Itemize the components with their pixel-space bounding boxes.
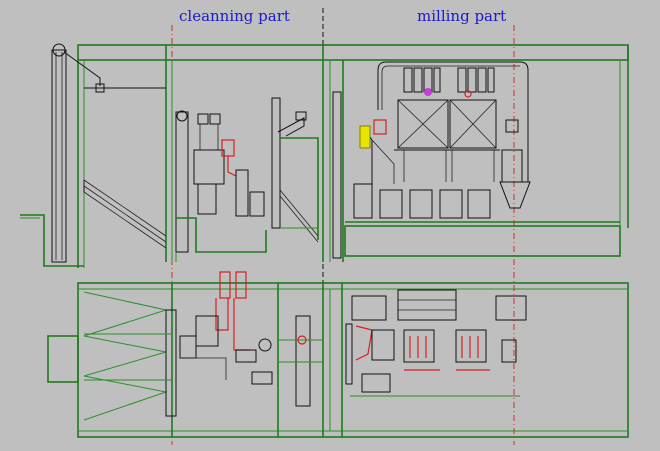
- plan-separator: [195, 315, 219, 347]
- elevator-3: [271, 97, 281, 229]
- feeder: [353, 183, 373, 219]
- small-machine: [249, 191, 265, 217]
- plansifter-1: [397, 99, 449, 149]
- cyclone-d: [433, 67, 441, 93]
- plan-destoner: [179, 335, 197, 359]
- plan-red-duct-3: [215, 298, 229, 331]
- cyclone-b: [413, 67, 423, 93]
- plan-plansifter-lines: [398, 299, 456, 311]
- plansifter-2-cross: [449, 99, 497, 149]
- elevator-2-head: [176, 110, 188, 122]
- cleaning-machines-elevation: [175, 110, 267, 262]
- plan-roller-mill-1: [403, 329, 435, 363]
- roller-mill-2: [409, 189, 433, 219]
- plan-red-duct-4: [233, 298, 250, 351]
- milling-part-label: milling part: [417, 7, 506, 25]
- plan-view: [47, 271, 629, 438]
- milling-machines-elevation: [332, 61, 621, 259]
- tempering-bin: [235, 169, 249, 217]
- flour-bin: [501, 149, 523, 183]
- plan-machine-block-1: [351, 295, 387, 321]
- yellow-hopper: [359, 125, 371, 149]
- cyclone-g: [477, 67, 487, 93]
- spout-head: [295, 111, 307, 121]
- plan-plansifter: [397, 289, 457, 321]
- plan-roller-mill-2: [455, 329, 487, 363]
- plansifter-2: [449, 99, 497, 149]
- plan-bin-valve: [297, 335, 307, 345]
- elevator-head: [52, 43, 66, 57]
- middle-structure: [271, 97, 319, 243]
- separator-machine: [193, 149, 225, 185]
- plan-packing-machine: [501, 339, 517, 363]
- elevator-2: [175, 111, 189, 253]
- plan-zigzag-chute: [83, 291, 168, 421]
- plan-bin-lines: [278, 339, 323, 363]
- plan-scale: [361, 373, 391, 393]
- cyclone-a: [403, 67, 413, 93]
- inclined-spout: [277, 117, 305, 137]
- bin-frame: [280, 137, 319, 240]
- plan-roller-mill-1-red: [409, 336, 427, 358]
- plansifter-legs: [403, 150, 495, 182]
- plan-red-pipe-1: [355, 325, 373, 361]
- roller-mill-3: [439, 189, 463, 219]
- cyclone-1: [197, 113, 209, 125]
- plan-roller-mill-2-red: [461, 336, 479, 358]
- packing-fan: [505, 119, 519, 133]
- plan-packing-area: [495, 295, 527, 321]
- red-fitting-2: [373, 119, 387, 135]
- plan-tempering: [235, 349, 257, 363]
- elevator-4: [332, 91, 342, 259]
- plan-elevator: [345, 323, 353, 385]
- roller-mill-1: [379, 189, 403, 219]
- pneumatic-pipe-main: [377, 61, 529, 132]
- cyclone-group-1: [403, 67, 441, 96]
- bin-chute: [279, 189, 319, 243]
- milling-floor: [344, 225, 621, 257]
- platform-frame: [176, 217, 267, 253]
- intake-pit: [20, 214, 84, 267]
- cyclone-e: [457, 67, 467, 93]
- plan-outline: [77, 282, 629, 438]
- red-valve-1: [464, 90, 472, 98]
- plan-conveyor-1: [180, 357, 227, 380]
- red-pipe-1: [227, 156, 237, 177]
- cleaning-part-label: cleanning part: [179, 7, 290, 25]
- elevation-view: [20, 43, 629, 268]
- plan-red-duct-1: [219, 271, 231, 299]
- plan-middle-bin: [278, 315, 323, 407]
- destoner: [197, 183, 217, 215]
- roller-mill-4: [467, 189, 491, 219]
- cyclone-2: [209, 113, 221, 125]
- packing-hopper: [499, 181, 531, 209]
- plan-red-duct-2: [235, 271, 247, 299]
- plan-scourer: [251, 371, 273, 385]
- roof-beam: [77, 44, 629, 61]
- cyclone-h: [487, 67, 495, 93]
- plan-pit: [47, 335, 79, 383]
- mill-feed-line: [371, 139, 395, 184]
- plan-milling-machines: [345, 289, 527, 397]
- cyclone-f: [467, 67, 477, 93]
- cyclone-group-2: [457, 67, 495, 98]
- plan-fan: [258, 338, 272, 352]
- plan-bin-conveyor: [295, 315, 311, 407]
- plan-cleaning-machines: [179, 271, 273, 385]
- discharge-spout: [63, 51, 101, 86]
- pneumatic-pipe-inner: [381, 65, 520, 110]
- plan-feed-conveyor: [165, 309, 177, 417]
- bucket-elevator-1: [51, 49, 67, 263]
- cyclone-pipes: [199, 124, 219, 150]
- magenta-valve-1: [424, 88, 432, 96]
- diagonal-chute: [83, 179, 167, 249]
- plan-mill-feeder: [371, 329, 395, 361]
- plansifter-1-cross: [397, 99, 449, 149]
